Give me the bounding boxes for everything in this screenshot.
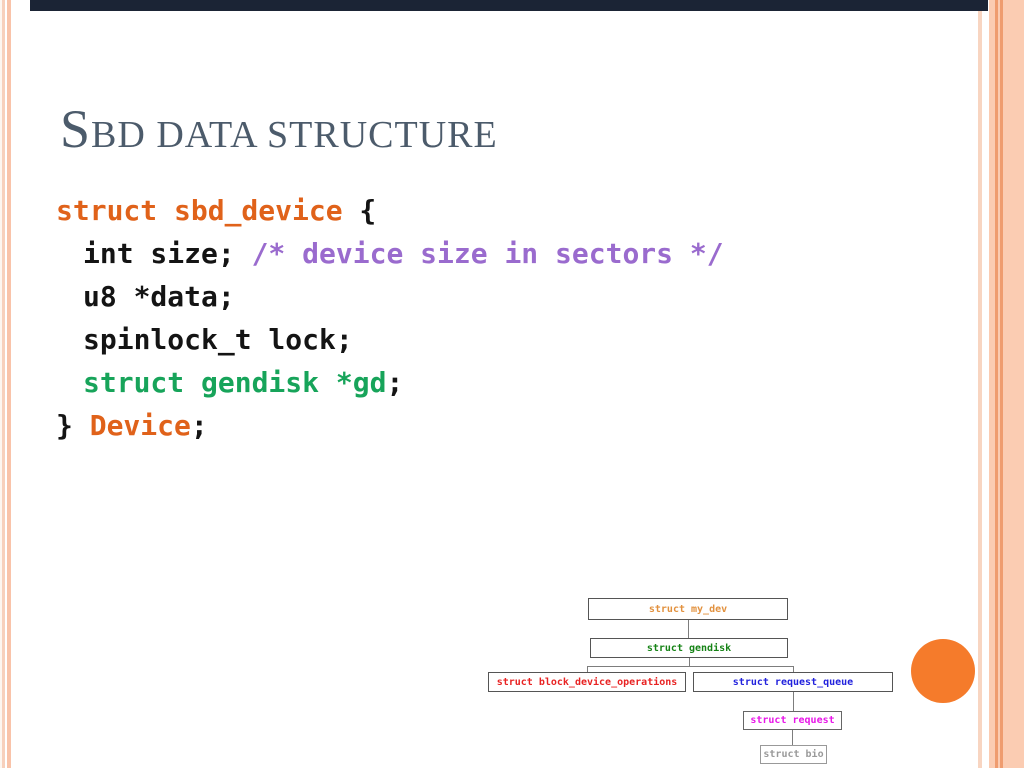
code-segment: ; xyxy=(190,409,208,442)
left-stripe-band xyxy=(0,0,13,768)
right-stripe-band xyxy=(975,0,1024,768)
code-line: u8 *data; xyxy=(56,275,724,318)
code-segment: struct gendisk *gd xyxy=(83,366,387,399)
diagram-box-struct-request-queue: struct request_queue xyxy=(693,672,893,692)
code-segment: int size; xyxy=(83,237,252,270)
code-line: struct gendisk *gd; xyxy=(56,361,724,404)
code-segment: { xyxy=(342,194,377,227)
code-line: struct sbd_device { xyxy=(56,189,724,232)
code-segment: u8 *data; xyxy=(83,280,235,313)
diagram-box-struct-request: struct request xyxy=(743,711,842,730)
code-line: spinlock_t lock; xyxy=(56,318,724,361)
code-segment: /* device size in sectors */ xyxy=(251,237,724,270)
top-bar xyxy=(30,0,988,11)
diagram-connector-line xyxy=(587,666,794,667)
diagram-connector-line xyxy=(688,620,689,638)
code-segment: spinlock_t lock; xyxy=(83,323,353,356)
code-segment: } xyxy=(56,409,90,442)
code-block: struct sbd_device {int size; /* device s… xyxy=(56,189,724,447)
code-segment: Device xyxy=(89,409,191,442)
diagram-connector-line xyxy=(587,667,588,673)
code-segment: ; xyxy=(386,366,404,399)
diagram-connector-line xyxy=(793,692,794,711)
page-title-initial: S xyxy=(60,99,92,159)
orange-circle-decoration xyxy=(911,639,975,703)
page-title: SBD DATA STRUCTURE xyxy=(60,98,498,160)
diagram-box-struct-block-device-operations: struct block_device_operations xyxy=(488,672,686,692)
page-title-rest: BD DATA STRUCTURE xyxy=(91,114,498,156)
diagram-box-struct-bio: struct bio xyxy=(760,745,827,764)
code-line: } Device; xyxy=(56,404,724,447)
diagram-box-struct-gendisk: struct gendisk xyxy=(590,638,788,658)
code-segment: struct sbd_device xyxy=(56,194,343,227)
diagram-connector-line xyxy=(792,730,793,745)
diagram-connector-line xyxy=(689,658,690,667)
diagram-box-struct-my-dev: struct my_dev xyxy=(588,598,788,620)
code-line: int size; /* device size in sectors */ xyxy=(56,232,724,275)
diagram-connector-line xyxy=(793,667,794,673)
